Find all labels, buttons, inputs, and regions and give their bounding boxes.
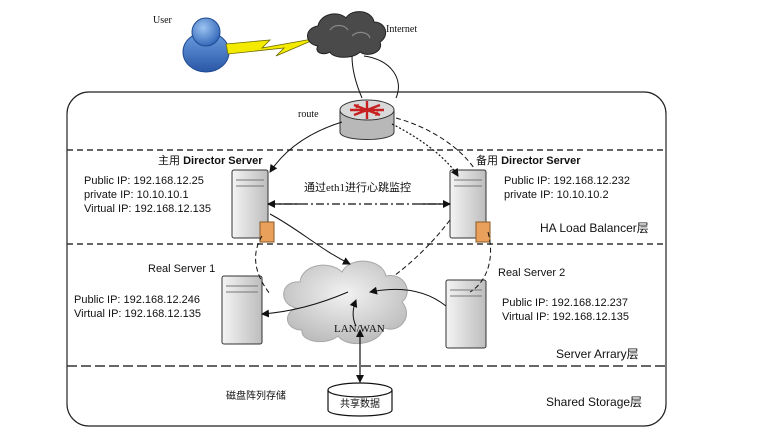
shared-storage-disk-icon xyxy=(327,382,393,417)
backup-director-private-ip: private IP: 10.10.10.2 xyxy=(504,189,609,201)
primary-director-public-ip: Public IP: 192.168.12.25 xyxy=(84,175,204,187)
real-server-2-public-ip: Public IP: 192.168.12.237 xyxy=(502,297,628,309)
real-server-2-icon xyxy=(445,279,487,349)
primary-director-virtual-ip: Virtual IP: 192.168.12.135 xyxy=(84,203,212,215)
primary-director-role: 主用 xyxy=(158,155,184,167)
layer-label-ha: HA Load Balancer层 xyxy=(540,221,649,235)
layer-label-storage: Shared Storage层 xyxy=(546,395,643,409)
shared-data-label: 共享数据 xyxy=(340,399,380,410)
user-label: User xyxy=(153,15,172,26)
layer-label-server-array: Server Arrary层 xyxy=(556,347,639,361)
real-server-1-virtual-ip: Virtual IP: 192.168.12.135 xyxy=(74,308,202,320)
backup-director-public-ip: Public IP: 192.168.12.232 xyxy=(504,175,630,187)
lan-wan-label: LAN/WAN xyxy=(334,323,385,335)
lan-wan-cloud-icon xyxy=(283,260,408,345)
user-icon xyxy=(182,17,230,73)
real-server-2-virtual-ip: Virtual IP: 192.168.12.135 xyxy=(502,311,630,323)
cluster-boundary xyxy=(66,91,667,427)
real2-lan-link xyxy=(369,286,447,307)
internet-label: Internet xyxy=(386,24,418,35)
router-icon xyxy=(339,99,395,140)
backup-to-real2-dashed xyxy=(469,231,492,293)
primary-director-title: 主用 Director Server xyxy=(158,156,263,167)
primary-to-lan-link xyxy=(269,213,351,265)
real-server-1-icon xyxy=(221,275,263,345)
primary-director-name: Director Server xyxy=(183,155,263,167)
primary-to-real1-dashed xyxy=(255,235,271,295)
router-to-backup-link xyxy=(391,123,459,177)
router-backup-dashed-link xyxy=(395,117,475,169)
lan-inner-link xyxy=(349,299,358,327)
router-label: route xyxy=(298,109,319,120)
backup-director-name: Director Server xyxy=(501,155,581,167)
primary-director-private-ip: private IP: 10.10.10.1 xyxy=(84,189,189,201)
backup-director-server-icon xyxy=(449,169,491,243)
real-server-2-title: Real Server 2 xyxy=(498,267,566,279)
internet-router-link-2 xyxy=(363,55,399,99)
backup-to-lan-dashed xyxy=(393,219,451,277)
disk-array-label: 磁盘阵列存储 xyxy=(226,391,286,402)
internet-router-link xyxy=(351,55,363,99)
router-to-primary-link xyxy=(269,121,343,173)
real-server-1-title: Real Server 1 xyxy=(148,263,216,275)
backup-director-title: 备用 Director Server xyxy=(476,156,581,167)
backup-director-role: 备用 xyxy=(476,155,502,167)
primary-director-server-icon xyxy=(231,169,275,243)
real-server-1-public-ip: Public IP: 192.168.12.246 xyxy=(74,294,200,306)
heartbeat-label: 通过eth1进行心跳监控 xyxy=(302,182,413,194)
lightning-icon xyxy=(225,37,319,57)
internet-cloud-icon xyxy=(307,11,387,58)
real1-lan-link xyxy=(261,291,349,318)
